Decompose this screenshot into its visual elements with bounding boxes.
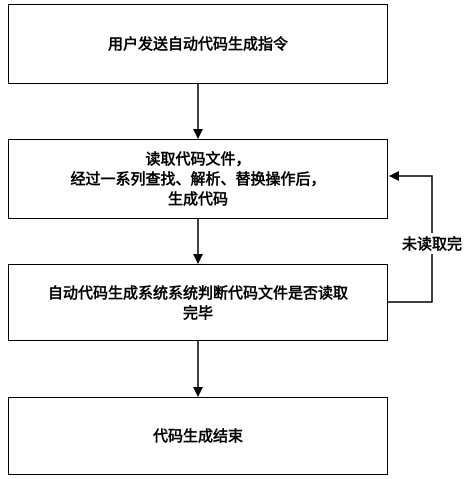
step-text-line: 生成代码 [167,190,228,208]
step-text-line: 完毕 [182,303,213,322]
step-send-command-text: 用户发送自动代码生成指令 [108,34,288,54]
step-generation-end: 代码生成结束 [8,397,388,475]
step-text-line: 经过一系列查找、解析、替换操作后， [70,170,326,188]
step-read-and-generate-text: 读取代码文件， 经过一系列查找、解析、替换操作后， 生成代码 [70,149,325,209]
step-text-line: 读取代码文件， [145,150,251,168]
step-text-line: 代码生成结束 [152,427,243,445]
step-text-line: 自动代码生成系统系统判断代码文件是否读取 [47,283,348,302]
step-send-command: 用户发送自动代码生成指令 [8,4,388,84]
step-text-line: 用户发送自动代码生成指令 [107,35,288,53]
step-check-complete: 自动代码生成系统系统判断代码文件是否读取 完毕 [8,264,388,341]
loop-label: 未读取完 [392,233,472,254]
step-generation-end-text: 代码生成结束 [153,426,243,446]
step-check-complete-text: 自动代码生成系统系统判断代码文件是否读取 完毕 [48,283,348,323]
step-read-and-generate: 读取代码文件， 经过一系列查找、解析、替换操作后， 生成代码 [8,139,388,219]
